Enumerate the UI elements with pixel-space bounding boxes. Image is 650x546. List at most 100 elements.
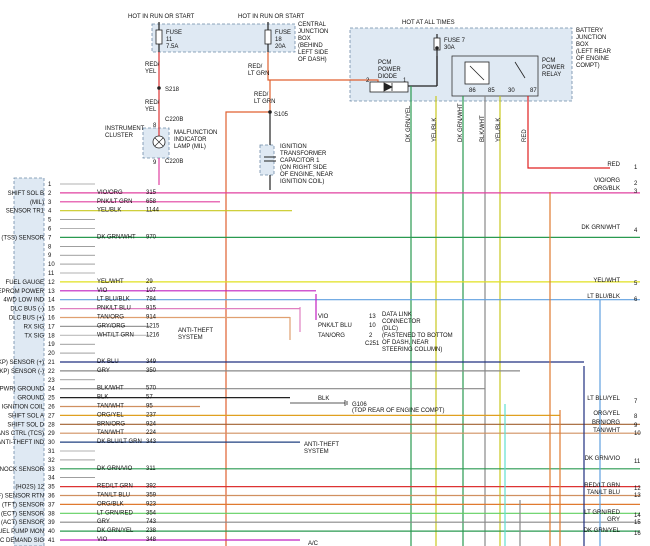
pcm-circuit-number: 1144 <box>146 208 160 214</box>
pcm-wire-color: DK BLU <box>97 359 119 365</box>
pcm-wire-color: YEL/BLK <box>97 208 121 214</box>
central-junction-box-label: (BEHIND <box>298 43 323 49</box>
right-connector-number: 13 <box>634 493 641 499</box>
pcm-pin-number: 2 <box>48 191 52 197</box>
pcm-pin-number: 34 <box>48 476 55 482</box>
pcm-power-relay-label: POWER <box>542 65 565 71</box>
pcm-wire-color: TAN/WHT <box>97 430 124 436</box>
pcm-circuit-number: 238 <box>146 528 157 534</box>
pcm-wire-color: VIO/ORG <box>97 190 123 196</box>
vertical-wire-label: BLK/WHT <box>480 115 486 142</box>
diode-pin: 2 <box>366 78 370 84</box>
battery-junction-box-label: COMPT) <box>576 63 600 69</box>
splice-label: S218 <box>165 87 180 93</box>
pcm-pin-number: 29 <box>48 431 55 437</box>
pcm-power-diode-label: DIODE <box>378 74 397 80</box>
pcm-circuit-number: 970 <box>146 234 157 240</box>
pcm-pin-function: (TSS) SENSOR <box>1 235 44 241</box>
pcm-pin-number: 13 <box>48 289 55 295</box>
fuse-7-label: FUSE 7 <box>444 38 466 44</box>
pcm-pin-function: SHIFT SOL A <box>8 413 44 419</box>
pcm-pin-number: 3 <box>48 200 52 206</box>
pcm-wire-color: WHT/LT GRN <box>97 332 134 338</box>
pcm-wire-color: LT GRN/RED <box>97 510 133 516</box>
pcm-wire-color: PNK/LT BLU <box>97 306 131 312</box>
right-wire-color: DK GRN/WHT <box>581 225 620 231</box>
wire-color-label: RED/ <box>248 64 263 70</box>
battery-junction-box-label: (LEFT REAR <box>576 49 612 55</box>
capacitor-label: IGNITION COIL) <box>280 179 324 185</box>
right-wire-color: ORG/BLK <box>593 186 620 192</box>
pcm-circuit-number: 311 <box>146 466 156 472</box>
connector-label: C220B <box>165 159 183 165</box>
pcm-circuit-number: 350 <box>146 368 157 374</box>
right-wire-color: TAN/WHT <box>593 428 620 434</box>
pcm-pin-function: (PWR) GROUND <box>0 387 45 393</box>
pcm-pin-number: 8 <box>48 244 52 250</box>
pcm-wire-color: BLK/WHT <box>97 386 124 392</box>
pcm-pin-function: 4WD LOW IND <box>3 298 44 304</box>
pcm-pin-number: 23 <box>48 378 55 384</box>
pcm-circuit-number: 915 <box>146 306 157 312</box>
pcm-wire-color: DK GRN/VIO <box>97 466 133 472</box>
right-connector-number: 4 <box>634 228 638 234</box>
pcm-pin-number: 1 <box>48 182 52 188</box>
pcm-pin-function: IGNITION COIL <box>2 405 45 411</box>
right-connector-number: 12 <box>634 486 641 492</box>
pcm-pin-number: 4 <box>48 209 52 215</box>
right-wire-color: LT BLU/YEL <box>587 396 620 402</box>
instrument-cluster-label: INSTRUMENT <box>105 126 145 132</box>
pin-label: 9 <box>153 160 157 166</box>
pcm-wire-color: BLK <box>97 395 108 401</box>
pcm-wire-color: TAN/WHT <box>97 404 124 410</box>
mil-label: MALFUNCTION <box>174 130 217 136</box>
pcm-pin-number: 7 <box>48 235 52 241</box>
pcm-pin-function: (ECT) SENSOR <box>1 511 45 517</box>
fuse-11-label: 7.5A <box>166 44 178 50</box>
relay-pin: 30 <box>508 88 515 94</box>
hot-at-all-times-label: HOT AT ALL TIMES <box>402 20 455 26</box>
fuse-18-label: FUSE <box>275 30 291 36</box>
right-connector-number: 16 <box>634 531 641 537</box>
pcm-pin-number: 10 <box>48 262 55 268</box>
vertical-wire-label: RED <box>522 129 528 142</box>
ac-label: A/C <box>308 541 319 546</box>
pcm-pin-function: KNOCK SENSOR <box>0 467 45 473</box>
pcm-circuit-number: 784 <box>146 297 157 303</box>
pcm-circuit-number: 924 <box>146 421 157 427</box>
pcm-pin-number: 40 <box>48 529 55 535</box>
hot-run-start-label: HOT IN RUN OR START <box>128 14 195 20</box>
dlc-label: DATA LINK <box>382 312 412 318</box>
capacitor-label: CAPACITOR 1 <box>280 158 320 164</box>
right-connector-number: 14 <box>634 513 641 519</box>
wire-color-label: YEL <box>145 107 157 113</box>
capacitor-label: TRANSFORMER <box>280 151 327 157</box>
pcm-wire-color: DK GRN/YEL <box>97 528 134 534</box>
anti-theft-label: SYSTEM <box>178 335 203 341</box>
pcm-wire-color: TAN/LT BLU <box>97 493 130 499</box>
dlc-label: CONNECTOR <box>382 319 421 325</box>
right-wire-color: LT GRN/RED <box>584 510 620 516</box>
pcm-pin-number: 12 <box>48 280 55 286</box>
connector-label: C220B <box>165 117 183 123</box>
right-wire-color: RED <box>607 162 620 168</box>
pcm-wire-color: TAN/ORG <box>97 315 124 321</box>
dlc-connector: C251 <box>365 341 380 347</box>
right-connector-number: 8 <box>634 414 638 420</box>
pcm-pin-function: DLC BUS (+) <box>9 316 44 322</box>
pcm-pin-function: DLC BUS (-) <box>10 307 44 313</box>
dlc-pin: 13 <box>369 314 376 320</box>
pcm-pin-number: 22 <box>48 369 55 375</box>
battery-junction-box-label: OF ENGINE <box>576 56 609 62</box>
right-connector-number: 5 <box>634 281 638 287</box>
pcm-circuit-number: 237 <box>146 412 157 418</box>
pin-label: 8 <box>153 123 157 129</box>
pcm-pin-number: 25 <box>48 396 55 402</box>
capacitor-label: (ON RIGHT SIDE <box>280 165 327 171</box>
right-connector-number: 2 <box>634 181 638 187</box>
pcm-pin-number: 19 <box>48 342 55 348</box>
pcm-pin-number: 35 <box>48 485 55 491</box>
vertical-wire-label: YEL/BLK <box>496 118 502 142</box>
right-wire-color: ORG/YEL <box>593 411 620 417</box>
pcm-pin-number: 15 <box>48 307 55 313</box>
